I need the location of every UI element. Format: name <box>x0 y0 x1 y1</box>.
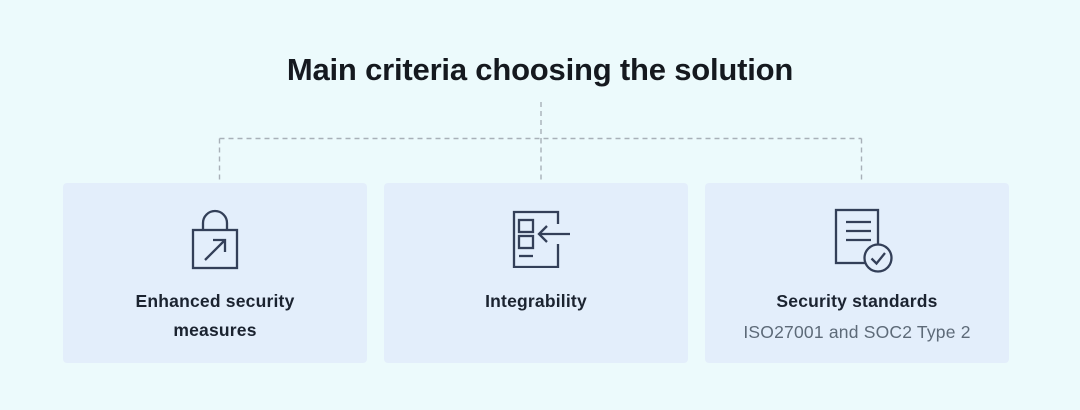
card-label: Security standards <box>776 291 938 311</box>
criteria-cards: Enhanced security measures Integrability… <box>63 183 1009 363</box>
document-check-icon <box>825 207 893 273</box>
card-sublabel: ISO27001 and SOC2 Type 2 <box>743 322 971 342</box>
page-title: Main criteria choosing the solution <box>286 52 794 87</box>
card-integrability: Integrability <box>384 183 688 363</box>
card-security-standards: Security standards ISO27001 and SOC2 Typ… <box>705 183 1009 363</box>
card-label: Integrability <box>485 291 587 311</box>
integration-arrow-icon <box>506 207 570 271</box>
card-enhanced-security: Enhanced security measures <box>63 183 367 363</box>
card-label: Enhanced security measures <box>135 291 295 340</box>
lock-arrow-icon <box>191 207 239 271</box>
